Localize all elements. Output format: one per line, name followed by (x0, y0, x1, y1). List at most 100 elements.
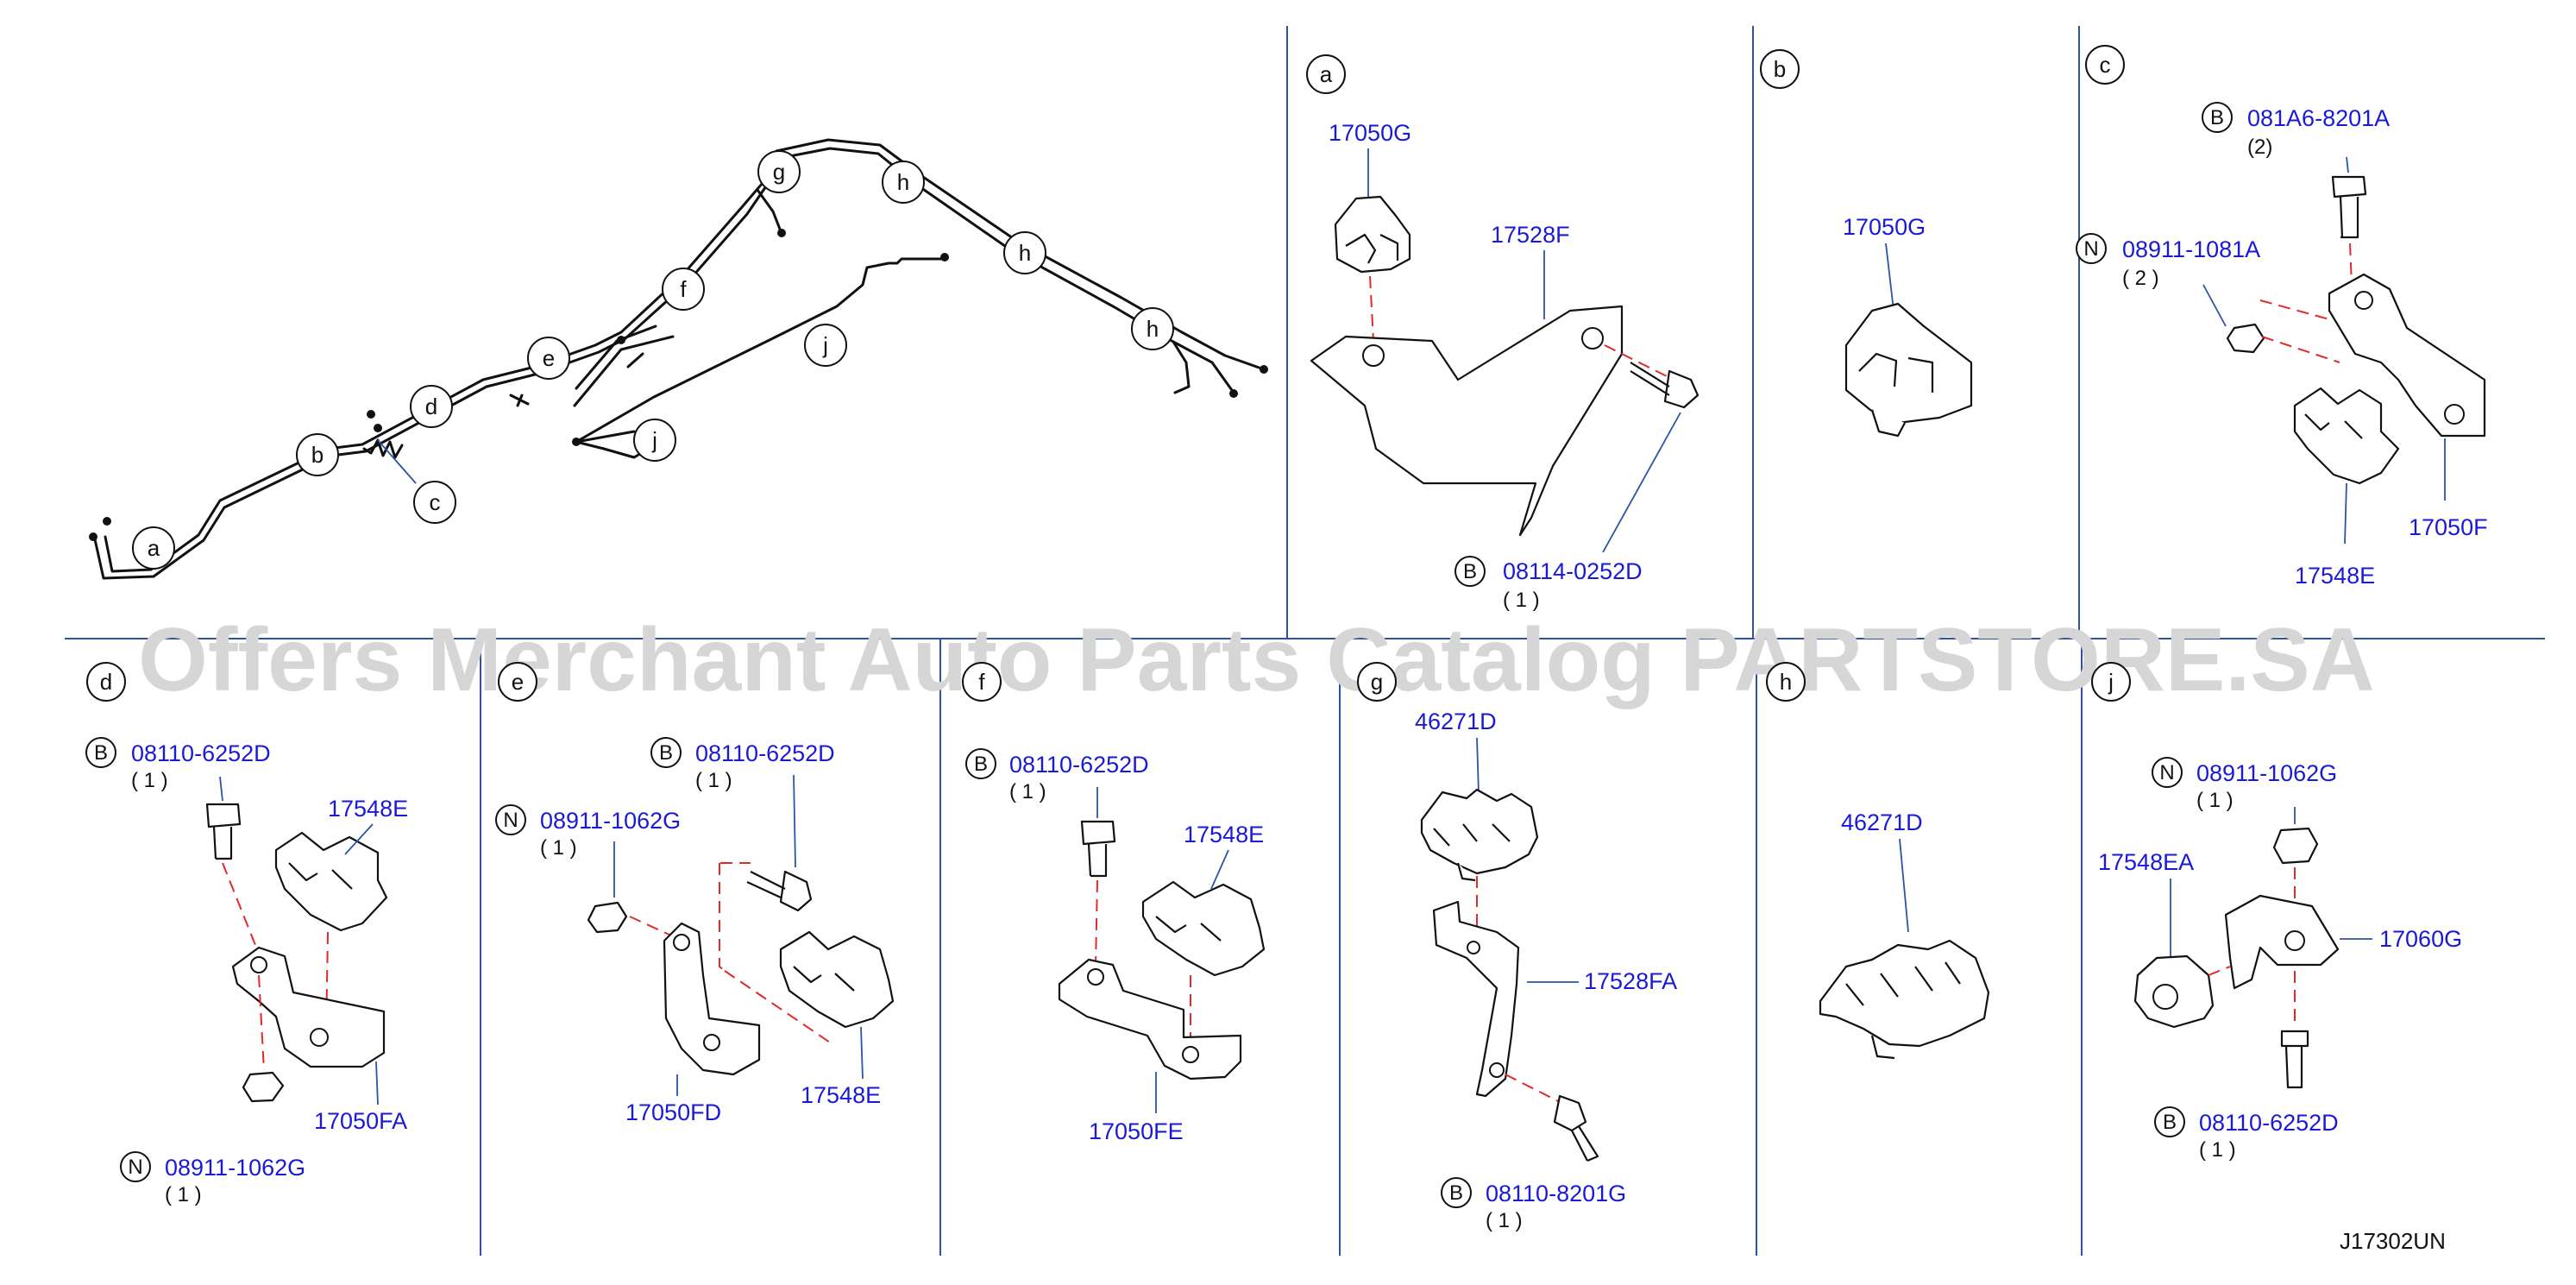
nut-N (2272, 827, 2319, 865)
part-number[interactable]: 46271D (1841, 809, 1923, 835)
part-number[interactable]: 17050FA (314, 1108, 407, 1134)
callout-h-2[interactable]: h (1003, 231, 1046, 274)
svg-text:( 1 ): ( 1 ) (1009, 780, 1046, 803)
svg-text:d: d (425, 394, 437, 419)
clip-17548E (274, 831, 388, 932)
panel-h-letter: h (1780, 669, 1792, 695)
svg-text:a: a (148, 535, 160, 561)
callout-g[interactable]: g (757, 150, 801, 193)
svg-text:( 1 ): ( 1 ) (2199, 1138, 2236, 1162)
overview-callouts: a b c d e f g h h h j j (132, 150, 1174, 570)
callout-a[interactable]: a (132, 526, 175, 570)
diagram-code: J17302UN (2340, 1228, 2446, 1254)
svg-text:( 1 ): ( 1 ) (1486, 1209, 1523, 1232)
part-number[interactable]: 08911-1062G (165, 1155, 305, 1181)
panel-a-letter: a (1320, 61, 1333, 87)
panel-e: e B 08110-6252D ( 1 ) N 08911-1062G ( 1 … (495, 662, 895, 1125)
part-number[interactable]: 46271D (1415, 709, 1497, 734)
part-number[interactable]: 17548E (2295, 563, 2375, 589)
clip-17548E (1141, 880, 1266, 977)
clip-46271D (1420, 788, 1539, 875)
part-number[interactable]: 08911-1062G (2196, 760, 2337, 786)
panel-a: a 17050G 17528F B 08114-0252D ( 1 ) (1306, 54, 1700, 612)
overview-pipe-routing (93, 138, 1266, 580)
clip-46271D (1819, 939, 1990, 1048)
part-number[interactable]: 17528F (1491, 222, 1570, 248)
callout-c[interactable]: c (413, 481, 456, 524)
svg-text:h: h (1019, 240, 1031, 266)
callout-b[interactable]: b (296, 433, 339, 476)
bracket-17528FA (1432, 900, 1520, 1098)
svg-text:N: N (2159, 761, 2174, 784)
svg-text:B: B (1449, 1181, 1463, 1205)
part-number[interactable]: 08110-6252D (695, 740, 835, 766)
bolt-B (2280, 1030, 2309, 1089)
svg-text:c: c (430, 489, 441, 515)
svg-text:h: h (897, 169, 909, 195)
svg-text:j: j (822, 332, 828, 358)
svg-text:( 2 ): ( 2 ) (2122, 267, 2159, 290)
part-number[interactable]: 17528FA (1584, 968, 1677, 994)
svg-text:B: B (659, 741, 673, 765)
clip-17548E (2293, 387, 2400, 485)
callout-h-1[interactable]: h (882, 161, 925, 204)
panel-g: g 46271D 17528FA B 08110-8201G ( 1 ) (1357, 662, 1677, 1232)
callout-j-1[interactable]: j (804, 324, 847, 367)
svg-text:B: B (2163, 1111, 2177, 1134)
part-number[interactable]: 17548E (328, 796, 408, 822)
part-number[interactable]: 08110-6252D (131, 740, 271, 766)
callout-h-3[interactable]: h (1131, 307, 1174, 350)
bolt-B (205, 803, 242, 860)
part-number[interactable]: 17050G (1329, 120, 1411, 146)
part-number[interactable]: 08911-1062G (540, 808, 681, 834)
callout-j-2[interactable]: j (633, 419, 676, 462)
part-number[interactable]: 08114-0252D (1503, 558, 1643, 584)
part-number[interactable]: 081A6-8201A (2247, 105, 2390, 131)
watermark: Offers Merchant Auto Parts Catalog PARTS… (138, 610, 2375, 710)
svg-text:B: B (2210, 106, 2224, 129)
panel-b-letter: b (1774, 56, 1786, 82)
part-number[interactable]: 08110-6252D (1009, 752, 1149, 778)
part-number[interactable]: 17548EA (2098, 849, 2194, 875)
part-number[interactable]: 08110-6252D (2199, 1110, 2339, 1136)
panel-c-letter: c (2100, 52, 2111, 78)
svg-text:N: N (128, 1156, 142, 1179)
svg-text:B: B (1463, 560, 1477, 583)
part-number[interactable]: 17548E (1184, 822, 1264, 847)
svg-text:N: N (503, 809, 518, 832)
svg-text:j: j (651, 427, 657, 453)
part-number[interactable]: 17548E (801, 1082, 881, 1108)
part-number[interactable]: 08110-8201G (1486, 1181, 1626, 1206)
nut-N (587, 901, 628, 934)
svg-text:( 1 ): ( 1 ) (695, 769, 732, 792)
nut-N (242, 1071, 285, 1103)
bolt-B (746, 870, 813, 912)
svg-text:B: B (94, 741, 108, 765)
panel-d-letter: d (100, 669, 112, 695)
panel-e-letter: e (512, 669, 524, 695)
part-number[interactable]: 17050G (1843, 214, 1926, 240)
callout-d[interactable]: d (410, 385, 453, 428)
svg-text:( 1 ): ( 1 ) (2196, 789, 2234, 812)
part-number[interactable]: 17050F (2409, 514, 2488, 540)
panel-f: f B 08110-6252D ( 1 ) 17548E 17050FE (962, 662, 1266, 1144)
callout-f[interactable]: f (662, 268, 705, 311)
callout-e[interactable]: e (527, 337, 570, 380)
svg-text:(2): (2) (2247, 135, 2272, 159)
bolt-B (1080, 820, 1116, 878)
bolt-B (2331, 175, 2367, 239)
part-number[interactable]: 17050FD (625, 1099, 721, 1125)
part-number[interactable]: 08911-1081A (2122, 236, 2260, 262)
part-number[interactable]: 17050FE (1089, 1118, 1184, 1144)
clip-17050G (1844, 302, 1973, 425)
panel-b: b 17050G (1760, 49, 1973, 438)
svg-text:( 1 ): ( 1 ) (540, 836, 577, 860)
bolt-B (1553, 1094, 1599, 1162)
bracket-17050FD (663, 922, 761, 1076)
panel-f-letter: f (978, 669, 985, 695)
panel-j-letter: j (2108, 669, 2114, 695)
bracket-17050FA (231, 946, 386, 1068)
panel-j: j N 08911-1062G ( 1 ) 17060G 17548EA B 0… (2091, 662, 2462, 1162)
part-number[interactable]: 17060G (2379, 926, 2462, 952)
